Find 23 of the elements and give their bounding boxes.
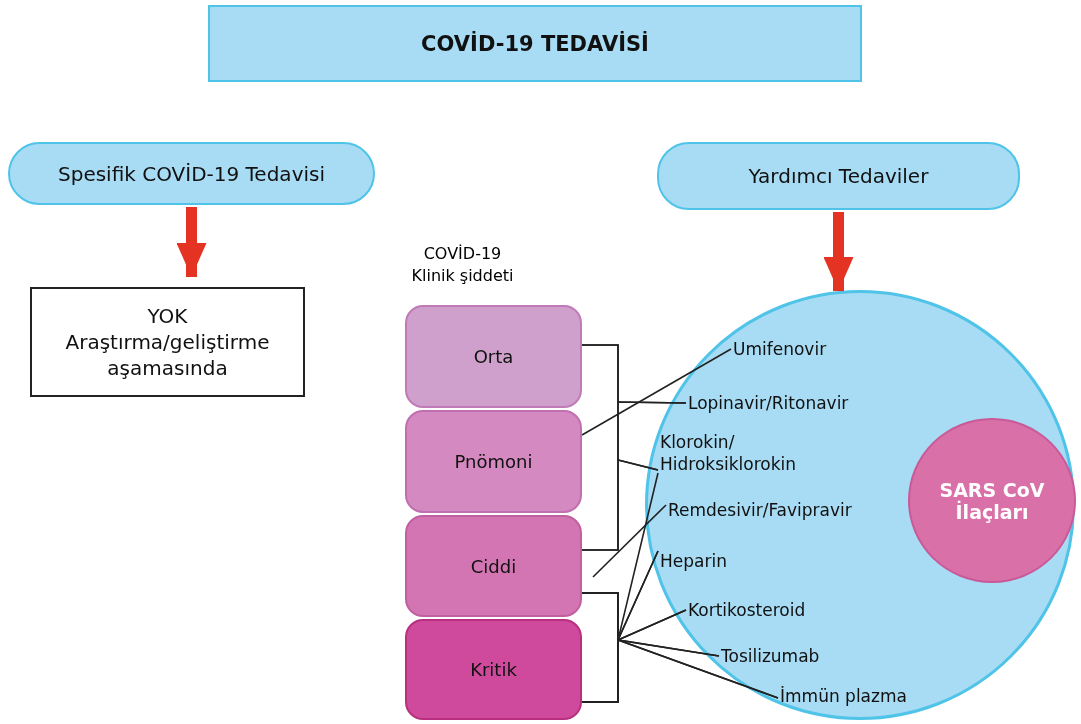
severity-box: Orta <box>405 305 582 408</box>
drug-label: Kortikosteroid <box>688 596 843 624</box>
category-pill: Spesifik COVİD-19 Tedavisi <box>8 142 375 205</box>
connector-line <box>581 458 659 551</box>
drug-label: İmmün plazma <box>780 682 948 710</box>
arrow <box>823 212 854 292</box>
drug-label: Heparin <box>660 547 752 575</box>
drug-label: Klorokin/ Hidroksiklorokin <box>660 427 840 479</box>
column-heading: COVİD-19 Klinik şiddeti <box>410 243 515 288</box>
severity-box: Ciddi <box>405 515 582 617</box>
drug-label: Lopinavir/Ritonavir <box>688 389 900 417</box>
severity-box: Pnömoni <box>405 410 582 513</box>
arrow <box>176 207 207 277</box>
connector-line <box>592 504 667 578</box>
result-box: YOK Araştırma/geliştirme aşamasında <box>30 287 305 397</box>
drug-group-circle: SARS CoV İlaçları <box>908 418 1076 583</box>
drug-label: Tosilizumab <box>721 642 853 670</box>
drug-label: Umifenovir <box>733 335 858 363</box>
title-banner: COVİD-19 TEDAVİSİ <box>208 5 862 82</box>
severity-box: Kritik <box>405 619 582 720</box>
category-pill: Yardımcı Tedaviler <box>657 142 1020 210</box>
drug-label: Remdesivir/Favipravir <box>668 496 906 524</box>
connector-line <box>581 348 732 436</box>
